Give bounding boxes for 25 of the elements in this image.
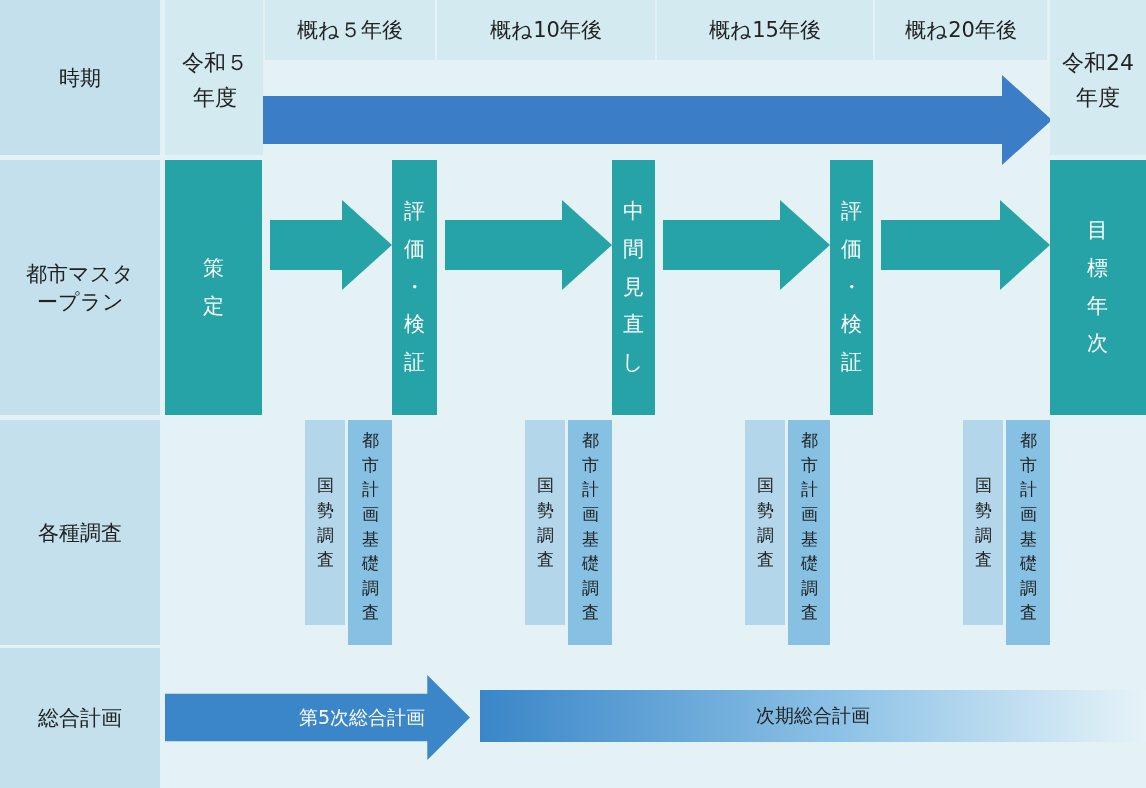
- column-header: 概ね20年後: [904, 17, 1018, 44]
- row-label: 時期: [58, 64, 102, 92]
- survey-bar: 国勢調査: [305, 420, 345, 625]
- column-header: 概ね５年後: [296, 17, 404, 44]
- row-label: 各種調査: [37, 519, 123, 547]
- survey-bar: 都市計画基礎調査: [1006, 420, 1050, 645]
- survey-bar: 都市計画基礎調査: [788, 420, 830, 645]
- arrow: [270, 200, 392, 290]
- survey-bar: 都市計画基礎調査: [348, 420, 392, 645]
- survey-bar: 国勢調査: [745, 420, 785, 625]
- arrow: [445, 200, 612, 290]
- arrow: [881, 200, 1050, 290]
- survey-bar: 国勢調査: [963, 420, 1003, 625]
- stage-box: 中間見直し: [612, 160, 655, 415]
- stage-box: 評価・検証: [392, 160, 437, 415]
- arrow: [663, 200, 830, 290]
- stage-box: 目標年次: [1050, 160, 1146, 415]
- stage-box: 策定: [165, 160, 262, 415]
- survey-bar: 国勢調査: [525, 420, 565, 625]
- column-header: 概ね15年後: [708, 17, 822, 44]
- row-label: 都市マスタープラン: [25, 260, 135, 316]
- stage-box: 評価・検証: [830, 160, 873, 415]
- survey-bar: 都市計画基礎調査: [568, 420, 612, 645]
- column-header: 概ね10年後: [489, 17, 603, 44]
- row-label: 総合計画: [37, 705, 123, 732]
